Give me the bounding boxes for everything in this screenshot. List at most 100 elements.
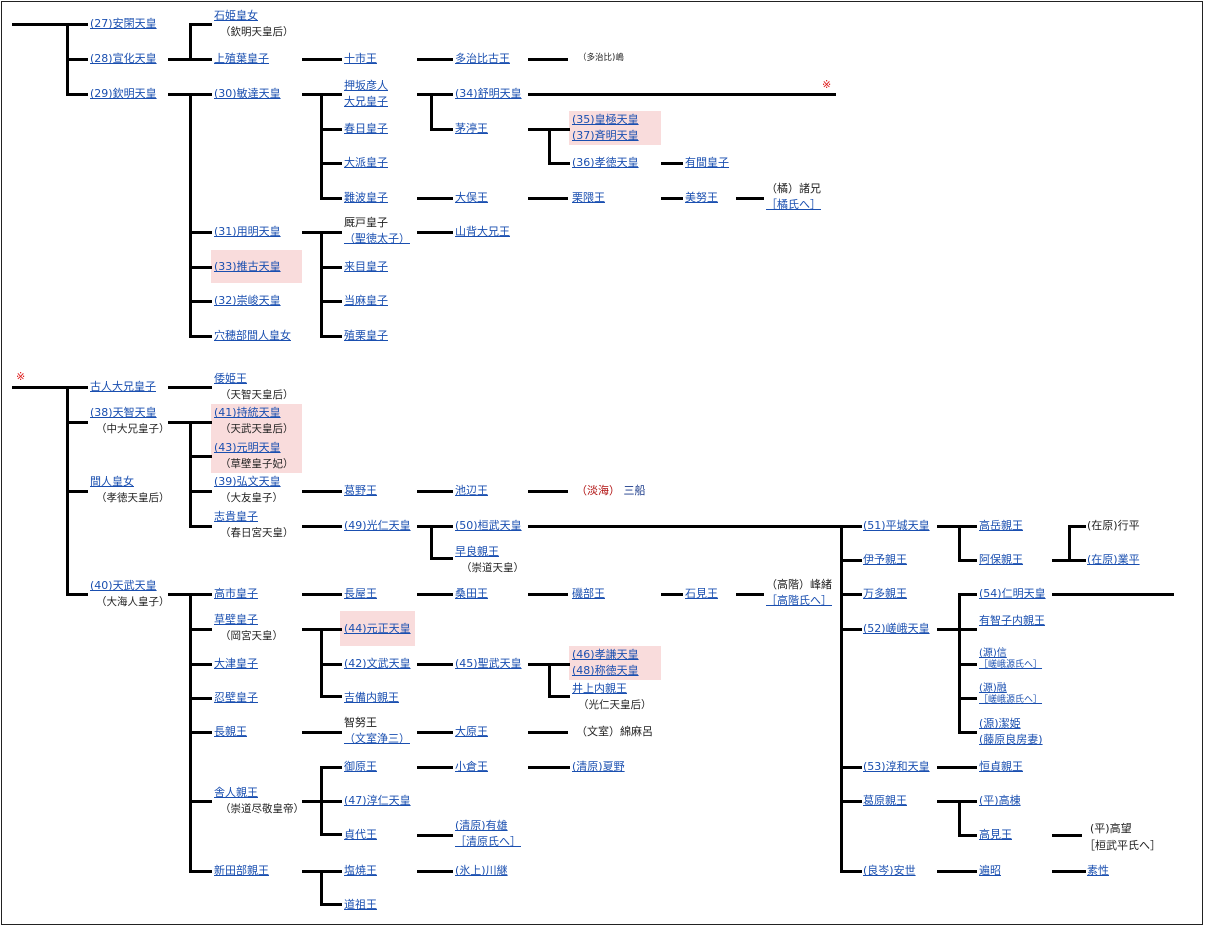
node-shomu[interactable]: (45)聖武天皇 [455,657,522,670]
node-iyo[interactable]: 伊予親王 [863,553,907,566]
node-minu[interactable]: 美努王 [685,191,718,204]
node-kanmu[interactable]: (50)桓武天皇 [455,519,522,532]
node-makoto[interactable]: (源)信 [979,648,1007,659]
node-tenji[interactable]: (38)天智天皇 [90,406,157,419]
node-anahobe[interactable]: 穴穂部間人皇女 [214,329,291,342]
node-yomei[interactable]: (31)用明天皇 [214,225,281,238]
node-heizei[interactable]: (51)平城天皇 [863,519,930,532]
node-senka[interactable]: (28)宣化天皇 [90,52,157,65]
node-koken[interactable]: (46)孝謙天皇 [572,648,639,661]
node-takamune[interactable]: (平)高棟 [979,794,1021,807]
node-suiko[interactable]: (33)推古天皇 [214,260,281,273]
node-takaoka[interactable]: 高岳親王 [979,519,1023,532]
node-genmei[interactable]: (43)元明天皇 [214,441,281,454]
node-henjo[interactable]: 遍昭 [979,864,1001,877]
node-kazurahara[interactable]: 葛原親王 [863,794,907,807]
node-tajihiko[interactable]: 多治比古王 [455,52,510,65]
node-kiyohime[interactable]: (源)潔姫 [979,717,1021,730]
node-yamashiro[interactable]: 山背大兄王 [455,225,510,238]
node-kume[interactable]: 来目皇子 [344,260,388,273]
node-natsuno[interactable]: (清原)夏野 [572,760,625,773]
node-narihira[interactable]: (在原)業平 [1087,553,1140,566]
node-iwami[interactable]: 石見王 [685,587,718,600]
node-ario[interactable]: (清原)有雄 [455,819,508,832]
node-toru[interactable]: (源)融 [979,683,1007,694]
node-tsuneyo[interactable]: 恒貞親王 [979,760,1023,773]
node-jomei[interactable]: (34)舒明天皇 [455,87,522,100]
node-hashihito[interactable]: 間人皇女 [90,475,134,488]
node-isobe[interactable]: 磯部王 [572,587,605,600]
node-shioyaki[interactable]: 塩焼王 [344,864,377,877]
node-kasuga[interactable]: 春日皇子 [344,122,388,135]
node-sawara[interactable]: 早良親王 [455,545,499,558]
node-funado[interactable]: 道祖王 [344,898,377,911]
node-abo[interactable]: 阿保親王 [979,553,1023,566]
node-omata[interactable]: 大派皇子 [344,156,388,169]
link-saga-genji-1[interactable]: ［嵯峨源氏へ］ [979,660,1043,670]
node-oshisaka[interactable]: 押坂彦人大兄皇子 [344,79,388,108]
node-kotoku[interactable]: (36)孝徳天皇 [572,156,639,169]
node-takechi[interactable]: 高市皇子 [214,587,258,600]
node-gensho[interactable]: (44)元正天皇 [344,622,411,635]
node-kamiueha[interactable]: 上殖葉皇子 [214,52,269,65]
node-kadono[interactable]: 葛野王 [344,484,377,497]
link-tachibana[interactable]: ［橘氏へ］ [766,198,821,211]
node-ohara[interactable]: 大原王 [455,725,488,738]
node-junnin[interactable]: (47)淳仁天皇 [344,794,411,807]
node-ishihime[interactable]: 石姫皇女 [214,9,258,22]
node-nagaya[interactable]: 長屋王 [344,587,377,600]
node-saga[interactable]: (52)嵯峨天皇 [863,622,930,635]
node-ankan[interactable]: (27)安閑天皇 [90,17,157,30]
node-kuwata[interactable]: 桑田王 [455,587,488,600]
node-shiki[interactable]: 志貴皇子 [214,510,258,523]
node-chinu[interactable]: 茅渟王 [455,122,488,135]
node-inoe[interactable]: 井上内親王 [572,682,627,695]
node-manta[interactable]: 万多親王 [863,587,907,600]
node-uchiko[interactable]: 有智子内親王 [979,614,1045,627]
link-kiyohara[interactable]: ［清原氏へ］ [455,835,521,848]
node-toneri[interactable]: 舎人親王 [214,786,258,799]
node-shotoku-tenno[interactable]: (48)称徳天皇 [572,664,639,677]
node-tochi[interactable]: 十市王 [344,52,377,65]
node-konin[interactable]: (49)光仁天皇 [344,519,411,532]
link-takashina[interactable]: ［高階氏へ］ [766,594,832,607]
note-kiyohime[interactable]: (藤原良房妻) [979,733,1043,746]
node-arima[interactable]: 有間皇子 [685,156,729,169]
node-kinmei[interactable]: (29)欽明天皇 [90,87,157,100]
node-kurikuma[interactable]: 栗隈王 [572,191,605,204]
node-saimei[interactable]: (37)斉明天皇 [572,129,639,142]
node-osakabe[interactable]: 忍壁皇子 [214,691,258,704]
node-ekuri[interactable]: 殖栗皇子 [344,329,388,342]
node-naniwa[interactable]: 難波皇子 [344,191,388,204]
node-furuhito[interactable]: 古人大兄皇子 [90,380,156,393]
node-bidatsu[interactable]: (30)敏達天皇 [214,87,281,100]
highlight-jito-genmei [211,404,302,473]
node-kusakabe[interactable]: 草壁皇子 [214,613,258,626]
node-yasuyo[interactable]: (良岑)安世 [863,864,916,877]
node-niitabe[interactable]: 新田部親王 [214,864,269,877]
node-monmu[interactable]: (42)文武天皇 [344,657,411,670]
node-ninmyo[interactable]: (54)仁明天皇 [979,587,1046,600]
node-shotoku-taishi[interactable]: （聖徳太子） [344,232,410,245]
node-sadayo[interactable]: 貞代王 [344,828,377,841]
node-kawatsugu[interactable]: (氷上)川継 [455,864,508,877]
node-kogyoku[interactable]: (35)皇極天皇 [572,113,639,126]
node-taima[interactable]: 当麻皇子 [344,294,388,307]
node-sosei[interactable]: 素性 [1087,864,1109,877]
node-jito[interactable]: (41)持統天皇 [214,406,281,419]
node-kibi[interactable]: 吉備内親王 [344,691,399,704]
node-ogura[interactable]: 小倉王 [455,760,488,773]
node-junna[interactable]: (53)淳和天皇 [863,760,930,773]
node-bunya-kiyomi[interactable]: （文室浄三） [344,732,410,745]
node-kobun[interactable]: (39)弘文天皇 [214,475,281,488]
node-otsu[interactable]: 大津皇子 [214,657,258,670]
node-sushun[interactable]: (32)崇峻天皇 [214,294,281,307]
link-saga-genji-2[interactable]: ［嵯峨源氏へ］ [979,695,1043,705]
node-tenmu[interactable]: (40)天武天皇 [90,579,157,592]
node-yamatohime[interactable]: 倭姫王 [214,372,247,385]
node-takami[interactable]: 高見王 [979,828,1012,841]
node-ikebe[interactable]: 池辺王 [455,484,488,497]
node-naga[interactable]: 長親王 [214,725,247,738]
node-mihara[interactable]: 御原王 [344,760,377,773]
node-ohomata[interactable]: 大俣王 [455,191,488,204]
